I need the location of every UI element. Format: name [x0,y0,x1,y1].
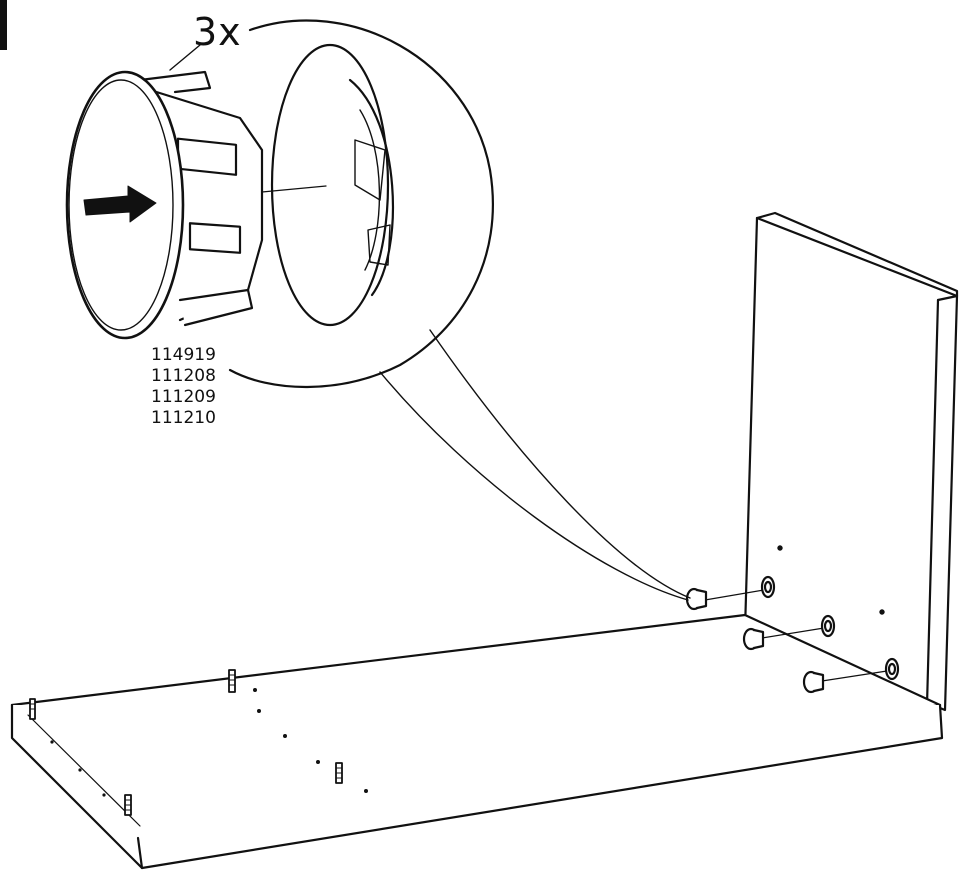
dowels [29,669,343,816]
part-numbers: 114919 111208 111209 111210 [151,345,216,429]
detail-magnifier-icon [169,19,691,601]
push-arrow-icon [83,185,157,223]
page-edge-mark [0,0,7,50]
quantity-label: 3x [193,10,242,54]
base-board [10,613,944,870]
part-number: 114919 [151,345,216,365]
cam-fitting-3 [802,657,900,694]
cam-fitting-2 [742,614,836,651]
side-panel [743,211,959,712]
cam-fitting-1 [685,575,776,611]
part-number: 111208 [151,366,216,386]
cam-fittings [685,575,900,694]
part-number: 111209 [151,387,216,407]
part-number: 111210 [151,408,216,428]
